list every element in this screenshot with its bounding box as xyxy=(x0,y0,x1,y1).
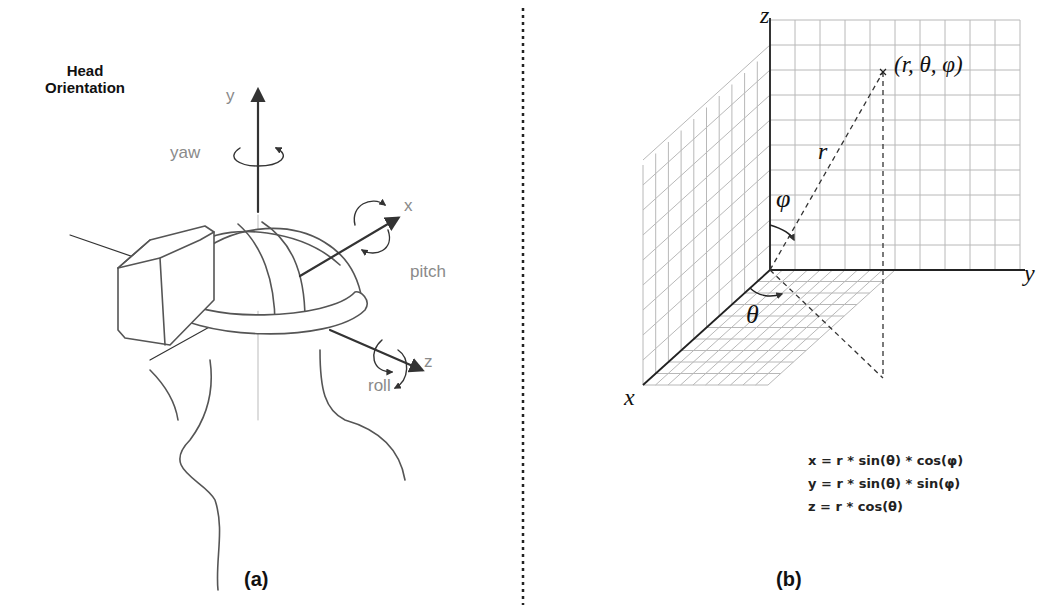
grid-line xyxy=(770,95,1020,96)
grid-line xyxy=(743,270,870,385)
grid-line xyxy=(718,270,845,385)
grid-line xyxy=(656,373,781,374)
rotation-label: pitch xyxy=(410,262,446,282)
grid-line xyxy=(643,245,770,360)
grid-line xyxy=(643,145,770,260)
grid-line xyxy=(643,385,768,386)
grid-line xyxy=(768,270,895,385)
grid-line xyxy=(706,270,833,385)
axis-label: z xyxy=(424,352,433,372)
grid-line xyxy=(643,120,770,235)
axis-label: y xyxy=(226,86,235,106)
panel-label: (a) xyxy=(244,568,268,591)
panel-label: (b) xyxy=(776,568,802,591)
grid-line xyxy=(757,62,758,282)
axis-label: x xyxy=(404,196,413,216)
grid-line xyxy=(694,339,819,340)
grid-line xyxy=(668,362,793,363)
grid-line xyxy=(706,108,707,328)
grid-line xyxy=(693,119,694,339)
rotation-label: roll xyxy=(368,376,391,396)
formula: y = r * sin(θ) * sin(φ) xyxy=(808,477,960,492)
grid-line xyxy=(643,220,770,335)
grid-line xyxy=(643,170,770,285)
angle-label: θ xyxy=(746,300,759,330)
grid-line xyxy=(770,45,1020,46)
grid-line xyxy=(643,165,644,385)
grid-line xyxy=(643,70,770,185)
point-label: (r, θ, φ) xyxy=(894,52,963,78)
axis-label: x xyxy=(624,384,635,412)
grid-line xyxy=(744,73,745,293)
grid-line xyxy=(770,20,1020,21)
grid-line xyxy=(655,154,656,374)
formula: z = r * cos(θ) xyxy=(808,500,903,515)
grid-line xyxy=(970,20,971,270)
grid-line xyxy=(731,270,858,385)
grid-line xyxy=(643,45,770,160)
radius-label: r xyxy=(818,138,827,166)
axis-label: z xyxy=(760,2,769,30)
grid-line xyxy=(643,270,770,385)
angle-label: φ xyxy=(776,184,790,214)
grid-line xyxy=(668,142,669,362)
grid-line xyxy=(770,145,1020,146)
axis-label: y xyxy=(1024,260,1035,288)
grid-line xyxy=(995,20,996,270)
formula: x = r * sin(θ) * cos(φ) xyxy=(808,454,963,469)
grid-line xyxy=(719,96,720,316)
grid-line xyxy=(643,95,770,210)
grid-line xyxy=(681,131,682,351)
grid-line xyxy=(731,85,732,305)
panel-heading: Head Orientation xyxy=(30,62,140,97)
grid-line xyxy=(681,350,806,351)
grid-line xyxy=(770,120,1020,121)
grid-line xyxy=(643,270,770,385)
grid-line xyxy=(756,270,883,385)
grid-line xyxy=(1020,20,1021,270)
rotation-label: yaw xyxy=(170,143,200,163)
